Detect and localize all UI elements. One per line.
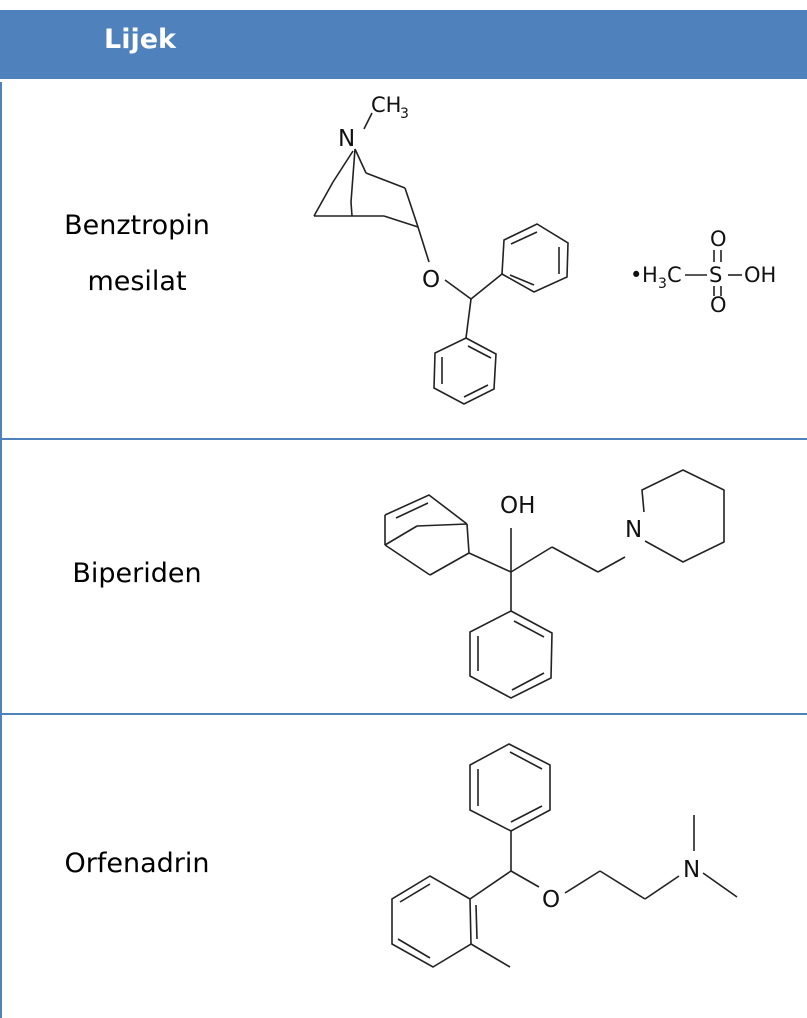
salt-dot: • bbox=[630, 263, 642, 287]
table-row-biperiden: Biperiden OH N bbox=[0, 440, 807, 715]
mesyl-h: H bbox=[642, 263, 658, 287]
drug-name-biperiden: Biperiden bbox=[72, 558, 202, 589]
drug-table: Lijek Benztropin mesilat N CH 3 O bbox=[0, 10, 807, 1018]
atom-ch-sub: 3 bbox=[400, 106, 409, 122]
orfenadrin-n: N bbox=[683, 857, 700, 883]
drug-name-line-1: Benztropin bbox=[64, 210, 210, 241]
drug-name-line-2: mesilat bbox=[87, 266, 187, 297]
mesyl-oh: OH bbox=[744, 263, 776, 287]
table-row-orfenadrin: Orfenadrin O N bbox=[0, 715, 807, 1018]
mesyl-s: S bbox=[709, 263, 722, 287]
atom-n: N bbox=[338, 126, 355, 152]
mesyl-c: C bbox=[667, 263, 682, 287]
table-header: Lijek bbox=[0, 10, 807, 82]
biperiden-structure: OH N bbox=[384, 469, 725, 699]
atom-ch: CH bbox=[371, 93, 401, 117]
benztropin-structure: N CH 3 O • H 3 C S OH bbox=[313, 93, 776, 405]
orfenadrin-structure: O N bbox=[391, 743, 738, 968]
orfenadrin-o: O bbox=[542, 887, 560, 913]
drug-name-benztropin: Benztropin mesilat bbox=[32, 198, 242, 310]
mesyl-sub: 3 bbox=[658, 276, 667, 292]
header-label: Lijek bbox=[104, 24, 176, 55]
atom-o: O bbox=[422, 267, 440, 293]
mesyl-o-bottom: O bbox=[710, 293, 727, 317]
table-row-benztropin: Benztropin mesilat N CH 3 O bbox=[0, 82, 807, 440]
biperiden-n: N bbox=[625, 517, 642, 543]
drug-name-orfenadrin: Orfenadrin bbox=[64, 848, 210, 879]
mesyl-o-top: O bbox=[710, 227, 727, 251]
biperiden-oh: OH bbox=[500, 493, 535, 519]
